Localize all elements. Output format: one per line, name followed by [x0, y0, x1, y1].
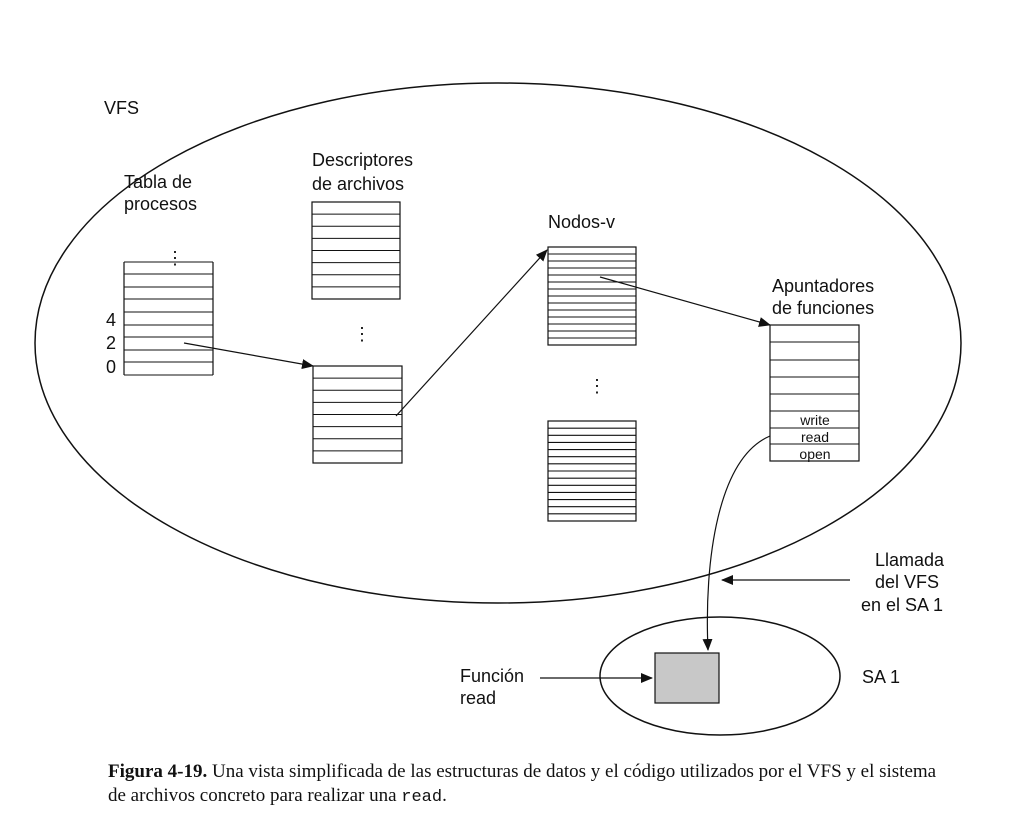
- function-pointer-table: [769, 324, 860, 462]
- caption-figure-number: Figura 4-19.: [108, 761, 208, 782]
- descriptors-label-1: Descriptores: [312, 150, 413, 170]
- caption-period: .: [442, 785, 447, 806]
- vfs-call-label-2: del VFS: [875, 572, 939, 592]
- arrow-process-to-descriptor: [183, 342, 314, 369]
- function-pointers-label-2: de funciones: [772, 298, 874, 318]
- arrow-read-to-function: [702, 435, 771, 651]
- function-pointers-label-1: Apuntadores: [772, 276, 874, 296]
- fs1-boundary: [599, 616, 841, 736]
- function-table-outline: [769, 324, 860, 462]
- vfs-call-label-1: Llamada: [875, 550, 945, 570]
- arrow-descriptor-to-vnode: [395, 249, 548, 417]
- vnode-table-bottom: [547, 420, 637, 522]
- fn-read-cell: read: [801, 429, 829, 445]
- vnodes-ellipsis: ⋮: [588, 376, 606, 396]
- vfs-boundary: [34, 82, 962, 604]
- vfs-call-label-3: en el SA 1: [861, 595, 943, 615]
- process-index-2: 2: [106, 333, 116, 353]
- vfs-label: VFS: [104, 98, 139, 118]
- process-table-ellipsis: ⋮: [166, 248, 184, 268]
- process-table: [123, 261, 214, 376]
- caption-code: read: [401, 788, 443, 807]
- process-table-label-2: procesos: [124, 194, 197, 214]
- figure-caption: Figura 4-19. Una vista simplificada de l…: [108, 760, 948, 810]
- vnodes-label: Nodos-v: [548, 212, 615, 232]
- process-table-label-1: Tabla de: [124, 172, 192, 192]
- process-index-0: 0: [106, 357, 116, 377]
- file-descriptor-table-top: [311, 201, 401, 300]
- descriptors-label-2: de archivos: [312, 174, 404, 194]
- descriptors-ellipsis: ⋮: [353, 324, 371, 344]
- vnode-table-top: [547, 246, 637, 346]
- file-descriptor-table-bottom: [312, 365, 403, 464]
- fn-open-cell: open: [799, 446, 830, 462]
- fn-write-cell: write: [799, 412, 830, 428]
- process-index-4: 4: [106, 310, 116, 330]
- arrow-vnode-to-functions: [599, 276, 771, 327]
- read-function-label-1: Función: [460, 666, 524, 686]
- vfs-diagram: VFS Tabla de procesos ⋮ 4 2 0 Descriptor…: [34, 82, 962, 736]
- caption-text: Una vista simplificada de las estructura…: [108, 761, 937, 806]
- fs1-label: SA 1: [862, 667, 900, 687]
- read-function-label-2: read: [460, 688, 496, 708]
- read-function-box: [654, 652, 720, 704]
